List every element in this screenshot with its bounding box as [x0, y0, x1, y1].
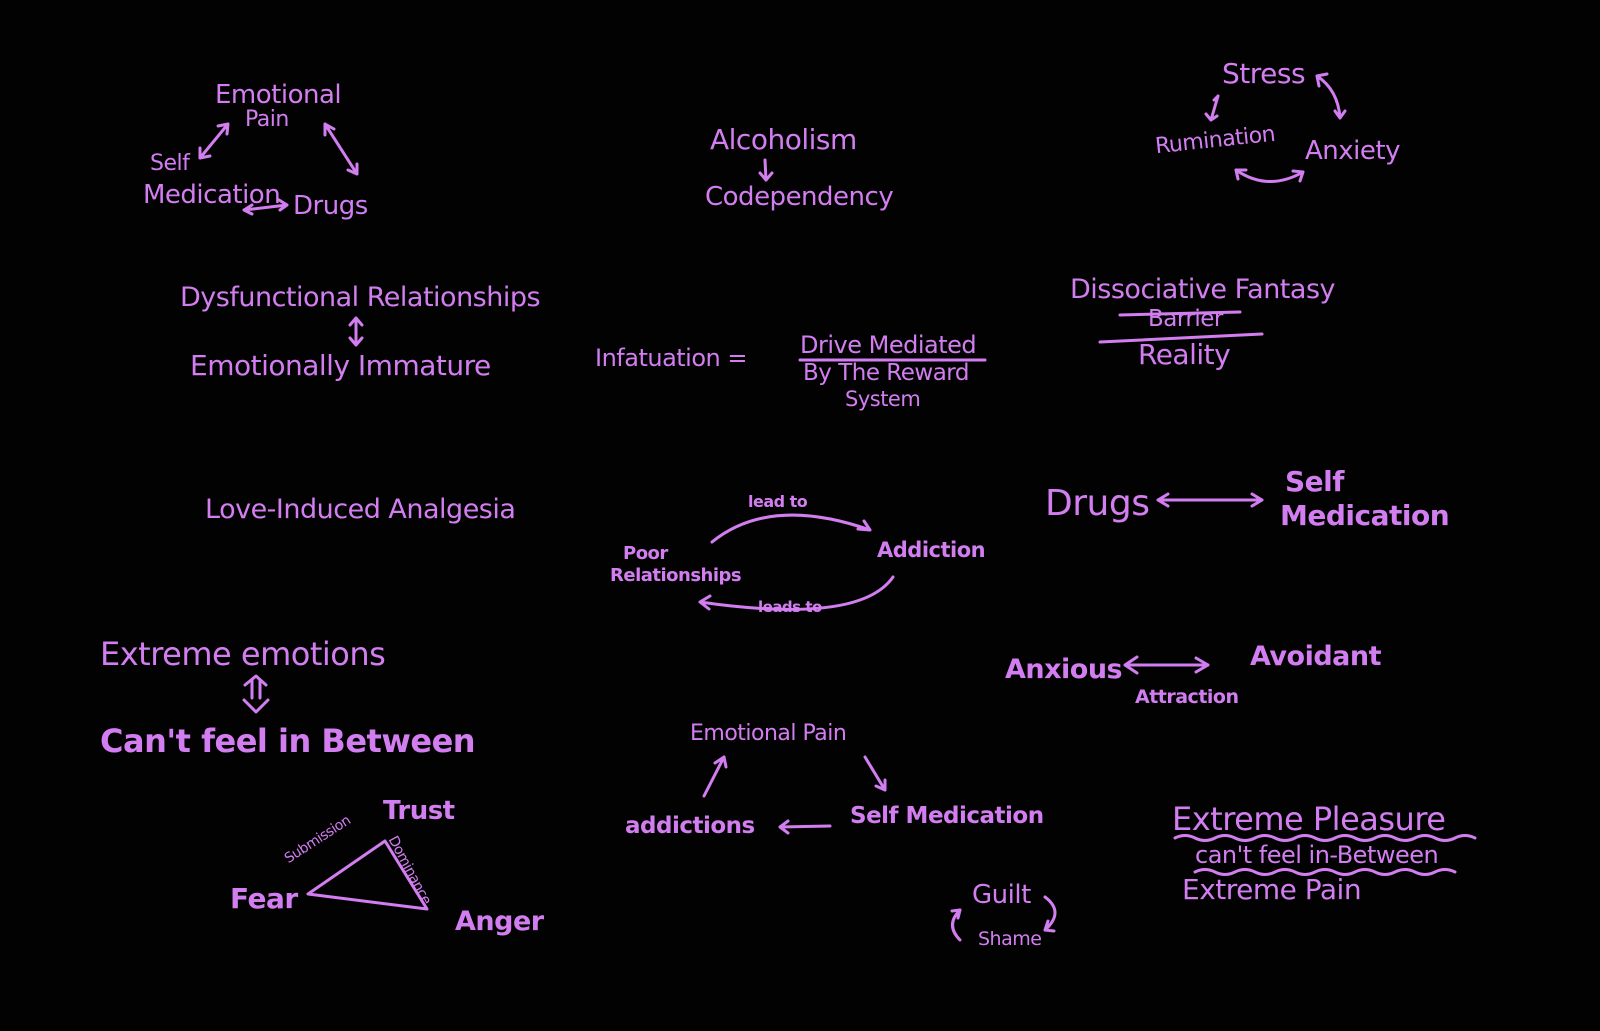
label-dissociative-fantasy: Dissociative Fantasy — [1070, 274, 1335, 305]
arrow-pain-selfmed — [863, 755, 887, 792]
label-reality: Reality — [1138, 338, 1231, 371]
label-drugs-large: Drugs — [1045, 483, 1150, 524]
label-infatuation: Infatuation = — [595, 344, 747, 372]
wavy-line-top — [1173, 834, 1477, 842]
arrow-shame-guilt — [950, 908, 962, 942]
arrow-rumination-anxiety — [1234, 168, 1305, 183]
label-codependency: Codependency — [705, 182, 894, 212]
label-avoidant: Avoidant — [1250, 641, 1382, 672]
arrow-pain-self — [198, 122, 230, 160]
label-emotional: Emotional — [215, 80, 342, 110]
barrier-line-bottom — [1098, 332, 1264, 344]
arrow-stress-anxiety — [1315, 72, 1347, 120]
label-cant-feel-in-between: can't feel in-Between — [1195, 841, 1439, 869]
arrow-medication-drugs — [242, 198, 289, 216]
label-self: Self — [150, 151, 190, 176]
label-extreme-pain: Extreme Pain — [1182, 873, 1362, 906]
label-trust: Trust — [383, 796, 455, 826]
label-addiction: Addiction — [877, 538, 986, 562]
wavy-line-bottom — [1193, 868, 1457, 876]
arrow-addictions-pain — [702, 755, 728, 798]
label-shame: Shame — [978, 928, 1042, 950]
arrow-leads-to — [698, 575, 895, 611]
label-poor: Poor — [623, 543, 668, 564]
label-alcoholism: Alcoholism — [710, 123, 857, 156]
label-self-medication: Self Medication — [850, 803, 1044, 829]
label-cant-feel-between: Can't feel in Between — [100, 722, 476, 760]
label-love-induced-analgesia: Love-Induced Analgesia — [205, 494, 516, 525]
barrier-line-top — [1118, 310, 1242, 317]
label-pain: Pain — [245, 107, 289, 132]
label-guilt: Guilt — [972, 880, 1031, 910]
label-leads-to: leads to — [758, 598, 822, 616]
emotion-triangle — [306, 839, 429, 911]
label-barrier: Barrier — [1148, 306, 1223, 332]
arrow-stress-rumination — [1204, 94, 1220, 122]
label-system: System — [845, 387, 921, 411]
label-anxiety: Anxiety — [1305, 136, 1400, 166]
label-stress: Stress — [1222, 57, 1306, 90]
arrow-alcoholism-codependency — [758, 158, 774, 182]
arrow-lead-to — [710, 513, 872, 544]
arrow-guilt-shame — [1043, 895, 1057, 933]
label-anxious: Anxious — [1005, 654, 1123, 685]
label-extreme-emotions: Extreme emotions — [100, 635, 386, 673]
label-emotional-pain: Emotional Pain — [690, 721, 847, 746]
label-anger: Anger — [455, 906, 544, 937]
label-by-the-reward: By The Reward — [803, 360, 969, 386]
label-fear: Fear — [230, 882, 298, 915]
arrow-selfmed-addictions — [778, 819, 832, 835]
label-extreme-pleasure: Extreme Pleasure — [1172, 800, 1446, 838]
label-dysfunctional-relationships: Dysfunctional Relationships — [180, 282, 541, 313]
label-medication: Medication — [143, 180, 281, 210]
arrow-dysfunctional-immature — [348, 316, 364, 347]
arrow-anxious-avoidant — [1123, 655, 1210, 675]
label-relationships: Relationships — [610, 565, 742, 586]
label-drugs: Drugs — [293, 191, 368, 221]
label-self-large: Self — [1285, 465, 1344, 498]
arrow-drugs-selfmed — [1156, 492, 1264, 508]
arrow-pain-drugs — [323, 122, 359, 176]
label-drive-mediated: Drive Mediated — [800, 331, 977, 359]
label-medication-large: Medication — [1280, 499, 1450, 532]
label-addictions: addictions — [625, 813, 755, 839]
arrow-extreme-between — [242, 674, 270, 714]
label-emotionally-immature: Emotionally Immature — [190, 349, 491, 382]
label-attraction: Attraction — [1135, 686, 1239, 708]
label-lead-to: lead to — [748, 492, 808, 511]
